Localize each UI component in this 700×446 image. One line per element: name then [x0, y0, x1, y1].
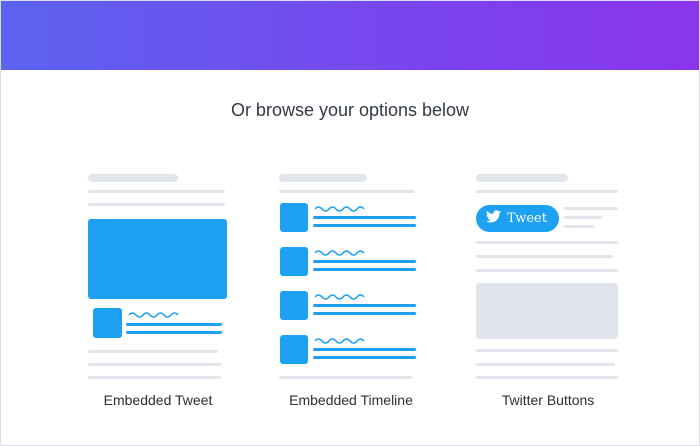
- twitter-buttons-illustration: [476, 174, 618, 379]
- embedded-tweet-illustration: [88, 174, 227, 379]
- embedded-timeline-label[interactable]: Embedded Timeline: [289, 392, 413, 408]
- twitter-bird-icon: [486, 210, 501, 227]
- option-twitter-buttons[interactable]: [474, 170, 620, 382]
- hero-banner: [1, 1, 699, 70]
- embedded-timeline-illustration: [279, 174, 416, 379]
- option-embedded-tweet[interactable]: [86, 170, 231, 382]
- option-embedded-timeline[interactable]: [277, 170, 422, 382]
- embedded-tweet-label[interactable]: Embedded Tweet: [103, 392, 213, 408]
- page-heading: Or browse your options below: [230, 100, 470, 120]
- tweet-button-label: Tweet: [507, 211, 547, 226]
- twitter-buttons-label[interactable]: Twitter Buttons: [501, 392, 595, 408]
- tweet-button-preview[interactable]: Tweet: [476, 205, 559, 232]
